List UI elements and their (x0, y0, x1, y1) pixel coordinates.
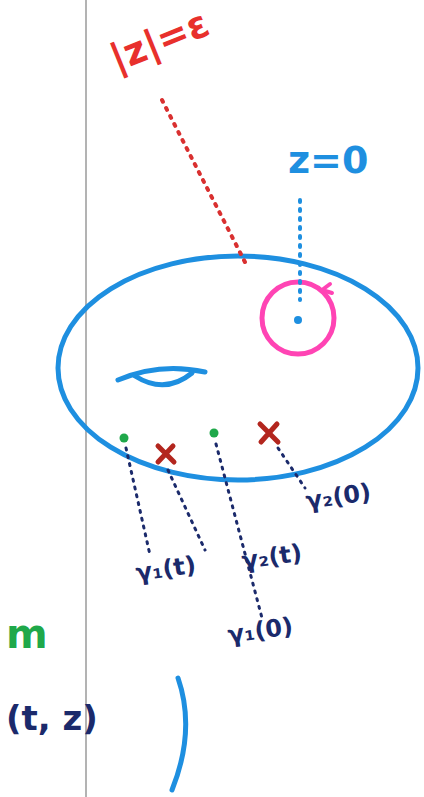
curve-label: γ₁(0) (226, 613, 295, 648)
bracket (172, 678, 186, 790)
leader-line (162, 100, 248, 268)
small-circle (262, 282, 334, 354)
leader-line (216, 444, 262, 618)
margin-note: (t, z) (6, 700, 98, 737)
leader-line (278, 448, 305, 488)
margin-line (85, 0, 87, 797)
initial-point-cross (158, 446, 174, 462)
curve-label: γ₁(t) (134, 552, 197, 587)
curve-label: γ₂(0) (304, 479, 373, 514)
point-label: z=0 (288, 140, 368, 182)
leader-line (168, 470, 205, 550)
leader-line (298, 200, 302, 300)
torus-hole (135, 373, 192, 385)
margin-note: m (6, 612, 48, 656)
initial-point-cross (260, 424, 278, 442)
moving-point (120, 434, 129, 443)
curve-label: γ₂(t) (240, 540, 303, 575)
orientation-arrow (322, 284, 332, 293)
moving-point (210, 429, 219, 438)
torus-outline (58, 256, 418, 480)
origin-point (294, 316, 302, 324)
contour-label: |z|=ε (104, 3, 215, 80)
leader-line (126, 448, 150, 555)
